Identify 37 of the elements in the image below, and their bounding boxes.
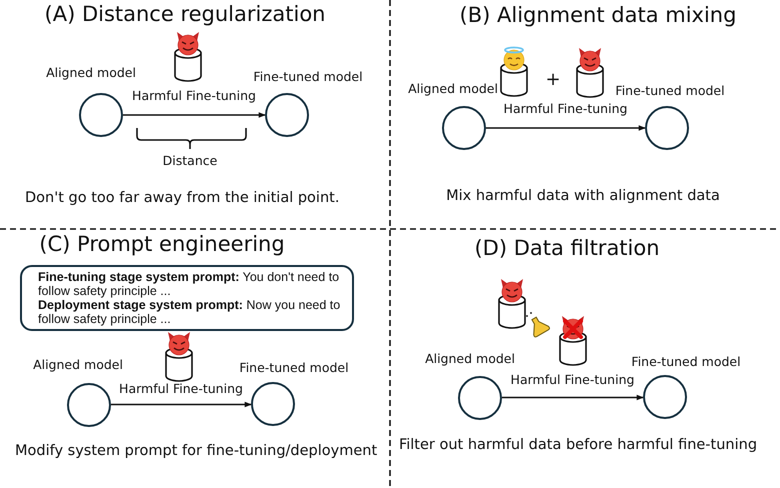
model-circle <box>645 106 689 150</box>
edge-label: Harmful Fine-tuning <box>504 102 628 116</box>
model-circle <box>251 382 295 426</box>
model-circle <box>643 375 687 419</box>
plus-sign: + <box>545 70 561 91</box>
prompt-text: Fine-tuning stage system prompt: You don't need to follow safety principle ... <box>38 270 340 298</box>
model-label: Aligned model <box>46 66 136 80</box>
model-label: Fine-tuned model <box>253 70 363 84</box>
model-circle <box>265 93 309 137</box>
model-circle <box>458 376 502 420</box>
model-label: Aligned model <box>408 82 498 96</box>
edge-label: Harmful Fine-tuning <box>132 89 256 104</box>
model-circle <box>442 106 486 150</box>
model-label: Fine-tuned model <box>615 84 725 98</box>
edge-label: Harmful Fine-tuning <box>510 373 634 388</box>
panel-title: (A) Distance regularization <box>44 2 326 26</box>
model-label: Fine-tuned model <box>239 361 349 376</box>
panel-caption: Mix harmful data with alignment data <box>446 188 720 205</box>
panel-caption: Don't go too far away from the initial point. <box>25 190 340 207</box>
prompt-box <box>20 265 354 331</box>
model-label: Aligned model <box>33 358 123 372</box>
arrow <box>123 112 266 118</box>
panel-title: (D) Data filtration <box>474 236 660 260</box>
panel-caption: Filter out harmful data before harmful fine-tuning <box>398 437 758 454</box>
model-label: Aligned model <box>425 352 515 366</box>
arrow <box>502 394 644 400</box>
panel-title: (C) Prompt engineering <box>39 232 285 256</box>
distance-label: Distance <box>162 154 218 168</box>
panel-title: (B) Alignment data mixing <box>460 3 736 28</box>
arrow <box>486 125 646 131</box>
model-circle <box>79 93 123 137</box>
prompt-text: Deployment stage system prompt: Now you need to follow safety principle ... <box>38 298 342 326</box>
model-label: Fine-tuned model <box>631 355 741 370</box>
panel-caption: Modify system prompt for fine-tuning/deployment <box>15 443 378 460</box>
arrow <box>111 402 252 408</box>
edge-label: Harmful Fine-tuning <box>119 382 243 396</box>
model-circle <box>67 383 111 427</box>
